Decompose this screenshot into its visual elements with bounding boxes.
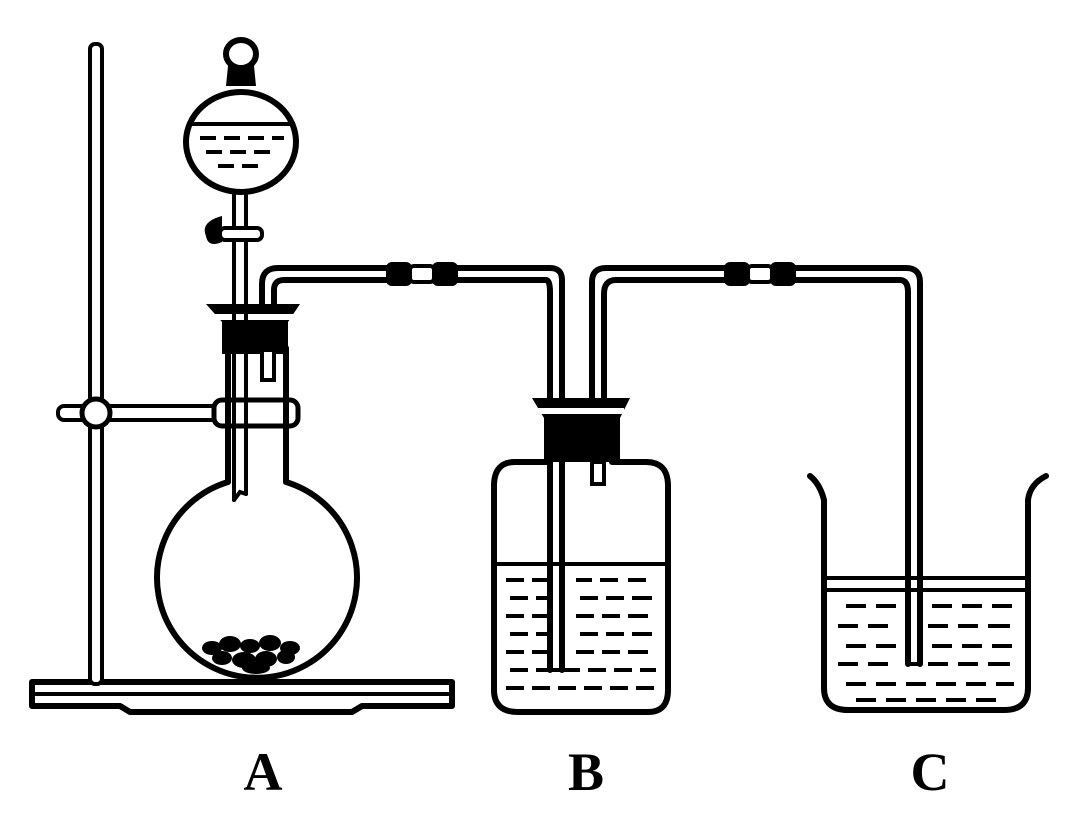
bottle-b-liquid [506, 578, 656, 690]
solid-reagent [202, 635, 300, 674]
wash-bottle-b [491, 398, 671, 715]
funnel-liquid [200, 136, 284, 168]
beaker-c [807, 473, 1049, 713]
rubber-joint-2 [724, 262, 796, 286]
delivery-tube-a-b [383, 262, 565, 673]
separatory-funnel [183, 37, 299, 244]
round-bottom-flask [154, 174, 389, 681]
beaker-c-liquid [838, 604, 1014, 702]
label-b: B [568, 742, 604, 802]
rubber-joint-1 [386, 262, 458, 286]
label-c: C [911, 742, 950, 802]
delivery-tube-b-c [589, 262, 923, 667]
label-a: A [244, 742, 283, 802]
iron-stand [29, 42, 455, 715]
